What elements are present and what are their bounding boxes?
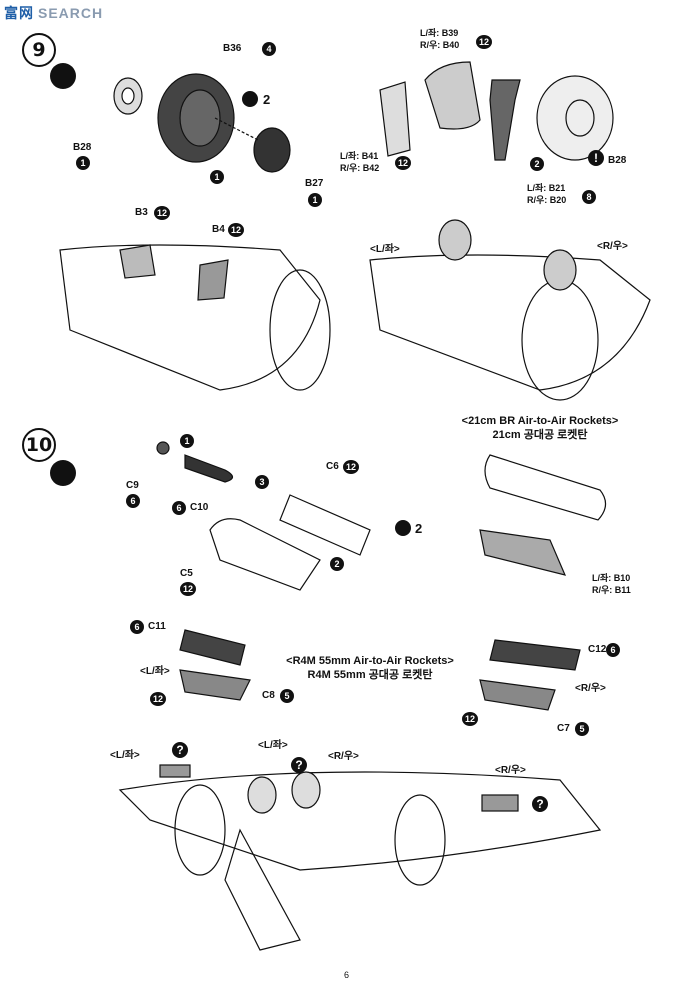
right-side-label: <R/우> [328,751,359,762]
b41-line1: L/좌: B41 [340,151,379,161]
part-label-c7: C7 [557,723,570,734]
watermark-en: SEARCH [38,5,104,21]
b10-line2: R/우: B11 [592,585,631,595]
substep-number: 1 [180,434,194,448]
question-icon: ? [532,796,548,812]
qty-badge: 1 [308,193,322,207]
part-label-c5: C5 [180,568,193,579]
b21-line1: L/좌: B21 [527,183,566,193]
qty-badge: 5 [575,722,589,736]
qty-badge: 12 [462,712,478,726]
qty-badge: 1 [76,156,90,170]
qty-badge: 12 [228,223,244,237]
b41-line2: R/우: B42 [340,163,380,173]
part-label-b28-left: B28 [73,142,92,153]
qty-badge: 6 [130,620,144,634]
part-label-c12: C12 [588,644,607,655]
part-label-c10: C10 [190,502,209,513]
qty-badge: 5 [280,689,294,703]
part-label-b28-right: B28 [608,155,627,166]
part-label-b41: L/좌: B41 R/우: B42 [340,150,379,174]
qty-badge: 12 [476,35,492,49]
cement-icon [50,63,76,89]
glue-count: 2 [263,92,271,107]
heading-r4m: <R4M 55mm Air-to-Air Rockets> R4M 55mm 공… [250,654,490,682]
part-label-b27: B27 [305,178,324,189]
step-number-9: 9 [22,33,56,67]
right-side-label: <R/우> [495,765,526,776]
watermark-cn: 富网 [4,6,34,22]
step-number-10: 10 [22,428,56,462]
heading-21cm-en: <21cm BR Air-to-Air Rockets> [461,415,619,427]
part-label-b4: B4 [212,224,225,235]
qty-badge: 6 [606,643,620,657]
b21-line2: R/우: B20 [527,195,567,205]
qty-badge: 12 [150,692,166,706]
part-label-c6: C6 [326,461,339,472]
watermark: 富网 SEARCH [4,3,103,23]
heading-r4m-ko: R4M 55mm 공대공 로켓탄 [307,669,433,681]
qty-badge: 8 [582,190,596,204]
attention-icon: ! [588,150,604,166]
b39-line2: R/우: B40 [420,40,460,50]
qty-badge: 12 [395,156,411,170]
part-label-c11: C11 [148,621,166,632]
cement-icon [50,460,76,486]
question-icon: ? [291,757,307,773]
part-label-c8: C8 [262,690,275,701]
substep-number: 2 [330,557,344,571]
qty-badge: 12 [154,206,170,220]
glue-icon [395,520,411,536]
heading-r4m-en: <R4M 55mm Air-to-Air Rockets> [286,655,454,667]
substep-number: 3 [255,475,269,489]
page-number: 6 [343,970,349,980]
question-icon: ? [172,742,188,758]
qty-badge: 4 [262,42,276,56]
qty-badge: 12 [180,582,196,596]
heading-21cm-ko: 21cm 공대공 로켓탄 [492,429,588,441]
part-label-b10: L/좌: B10 R/우: B11 [592,572,631,596]
glue-count: 2 [415,521,423,536]
b39-line1: L/좌: B39 [420,28,459,38]
left-side-label: <L/좌> [110,750,140,761]
b10-line1: L/좌: B10 [592,573,631,583]
part-label-b3: B3 [135,207,148,218]
left-side-label: <L/좌> [258,740,288,751]
qty-badge: 6 [172,501,186,515]
part-label-b21: L/좌: B21 R/우: B20 [527,182,566,206]
part-label-b39: L/좌: B39 R/우: B40 [420,27,459,51]
left-side-label: <L/좌> [140,666,170,677]
glue-icon [242,91,258,107]
heading-21cm: <21cm BR Air-to-Air Rockets> 21cm 공대공 로켓… [420,414,660,442]
part-label-c9: C9 [126,480,139,491]
substep-number: 2 [530,157,544,171]
qty-badge: 6 [126,494,140,508]
qty-badge: 1 [210,170,224,184]
right-side-label: <R/우> [575,683,606,694]
left-side-label: <L/좌> [370,244,400,255]
qty-badge: 12 [343,460,359,474]
right-side-label: <R/우> [597,241,628,252]
part-label-b36: B36 [223,43,242,54]
